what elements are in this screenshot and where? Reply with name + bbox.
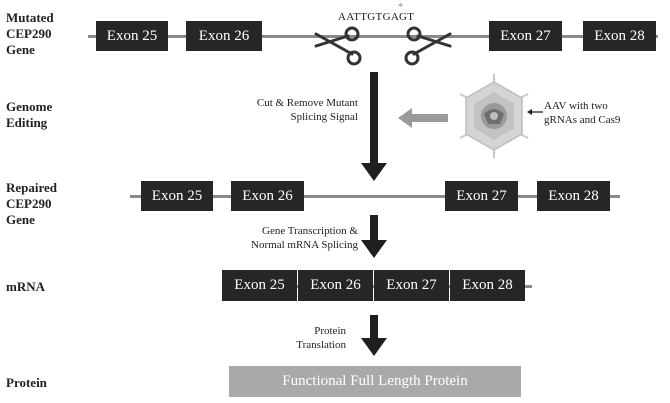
repaired-exon-26: Exon 26 xyxy=(231,181,304,211)
note-transcription: Gene Transcription & Normal mRNA Splicin… xyxy=(251,225,358,251)
mutation-sequence: AATTGTGAGT xyxy=(338,11,415,23)
repaired-gene-line xyxy=(130,195,620,198)
mrna-exon-28: Exon 28 xyxy=(450,270,525,301)
mutation-marker-icon: * xyxy=(398,2,403,13)
mrna-exon-27: Exon 27 xyxy=(374,270,449,301)
mrna-exon-26: Exon 26 xyxy=(298,270,373,301)
aav-virus-icon xyxy=(459,74,529,158)
label-genome-editing: Genome Editing xyxy=(6,99,53,130)
label-mutated-gene: Mutated CEP290 Gene xyxy=(6,10,54,57)
mrna-exon-25: Exon 25 xyxy=(222,270,297,301)
pointer-arrow-icon xyxy=(527,109,543,115)
mutated-exon-26: Exon 26 xyxy=(186,21,262,51)
mutated-exon-25: Exon 25 xyxy=(96,21,168,51)
scissors-icon xyxy=(404,26,452,66)
left-arrow-icon xyxy=(398,108,448,128)
mutated-exon-27: Exon 27 xyxy=(489,21,562,51)
mutated-gene-line xyxy=(88,35,658,38)
label-mrna: mRNA xyxy=(6,279,45,294)
repaired-exon-27: Exon 27 xyxy=(445,181,518,211)
note-aav: AAV with two gRNAs and Cas9 xyxy=(544,100,621,126)
mutated-exon-28: Exon 28 xyxy=(583,21,656,51)
label-protein: Protein xyxy=(6,375,47,390)
repaired-exon-25: Exon 25 xyxy=(141,181,213,211)
note-translation: Protein Translation xyxy=(296,325,346,351)
functional-protein-bar: Functional Full Length Protein xyxy=(229,366,521,397)
repaired-exon-28: Exon 28 xyxy=(537,181,610,211)
note-cut-remove: Cut & Remove Mutant Splicing Signal xyxy=(256,97,358,123)
scissors-icon xyxy=(314,26,362,66)
label-repaired-gene: Repaired CEP290 Gene xyxy=(6,180,58,227)
